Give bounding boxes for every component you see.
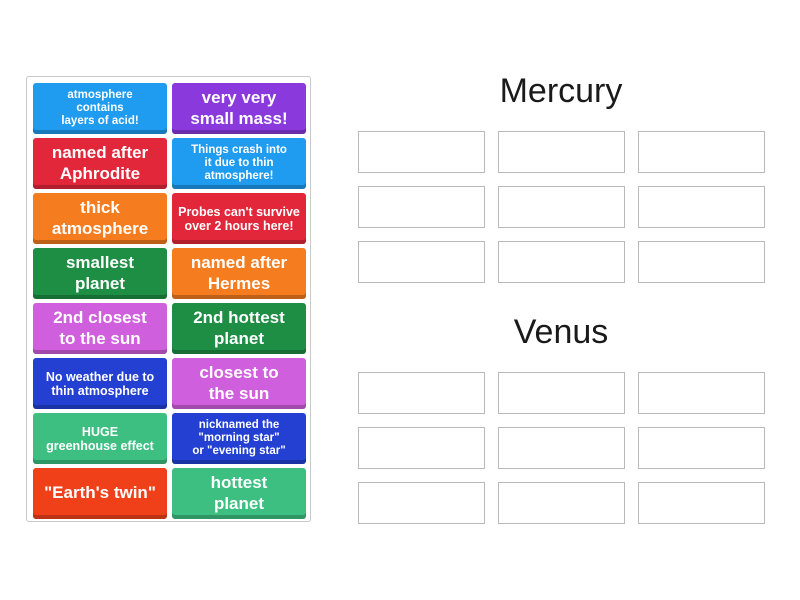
card-hottest[interactable]: hottest planet — [172, 468, 306, 519]
card-label: HUGE greenhouse effect — [46, 424, 154, 453]
card-morning-star[interactable]: nicknamed the "morning star" or "evening… — [172, 413, 306, 464]
card-twin[interactable]: "Earth's twin" — [33, 468, 167, 519]
card-2nd-closest[interactable]: 2nd closest to the sun — [33, 303, 167, 354]
card-label: Things crash into it due to thin atmosph… — [191, 144, 287, 182]
card-label: No weather due to thin atmosphere — [45, 369, 155, 398]
card-label: very very small mass! — [190, 88, 288, 128]
card-2nd-hottest[interactable]: 2nd hottest planet — [172, 303, 306, 354]
card-closest[interactable]: closest to the sun — [172, 358, 306, 409]
card-label: named after Hermes — [190, 253, 288, 293]
card-small-mass[interactable]: very very small mass! — [172, 83, 306, 134]
card-label: 2nd closest to the sun — [53, 308, 147, 348]
mercury-slot[interactable] — [498, 131, 625, 173]
mercury-slot[interactable] — [638, 186, 765, 228]
card-greenhouse[interactable]: HUGE greenhouse effect — [33, 413, 167, 464]
card-label: closest to the sun — [199, 363, 279, 403]
venus-slot[interactable] — [638, 427, 765, 469]
mercury-slot[interactable] — [498, 186, 625, 228]
venus-slot[interactable] — [498, 427, 625, 469]
card-smallest[interactable]: smallest planet — [33, 248, 167, 299]
card-label: thick atmosphere — [51, 198, 149, 238]
card-label: smallest planet — [65, 253, 135, 293]
venus-slot[interactable] — [358, 482, 485, 524]
card-thick[interactable]: thick atmosphere — [33, 193, 167, 244]
card-label: nicknamed the "morning star" or "evening… — [192, 419, 286, 457]
card-probes[interactable]: Probes can't survive over 2 hours here! — [172, 193, 306, 244]
card-label: 2nd hottest planet — [193, 308, 285, 348]
venus-slot[interactable] — [498, 482, 625, 524]
card-label: "Earth's twin" — [44, 483, 156, 503]
card-crash[interactable]: Things crash into it due to thin atmosph… — [172, 138, 306, 189]
card-bank: atmosphere contains layers of acid! very … — [26, 76, 311, 522]
card-label: Probes can't survive over 2 hours here! — [178, 204, 300, 233]
mercury-slot[interactable] — [358, 241, 485, 283]
card-acid[interactable]: atmosphere contains layers of acid! — [33, 83, 167, 134]
group-title-venus: Venus — [513, 313, 609, 351]
mercury-slot[interactable] — [638, 241, 765, 283]
card-hermes[interactable]: named after Hermes — [172, 248, 306, 299]
mercury-slot[interactable] — [498, 241, 625, 283]
mercury-slot[interactable] — [358, 186, 485, 228]
venus-slot[interactable] — [638, 482, 765, 524]
card-label: hottest planet — [210, 473, 268, 513]
group-title-mercury: Mercury — [499, 72, 623, 110]
card-label: atmosphere contains layers of acid! — [61, 89, 139, 127]
venus-slot[interactable] — [638, 372, 765, 414]
card-aphrodite[interactable]: named after Aphrodite — [33, 138, 167, 189]
card-no-weather[interactable]: No weather due to thin atmosphere — [33, 358, 167, 409]
mercury-slot[interactable] — [358, 131, 485, 173]
venus-slot[interactable] — [358, 427, 485, 469]
venus-slot[interactable] — [358, 372, 485, 414]
mercury-slot[interactable] — [638, 131, 765, 173]
venus-slot[interactable] — [498, 372, 625, 414]
card-label: named after Aphrodite — [51, 143, 149, 183]
